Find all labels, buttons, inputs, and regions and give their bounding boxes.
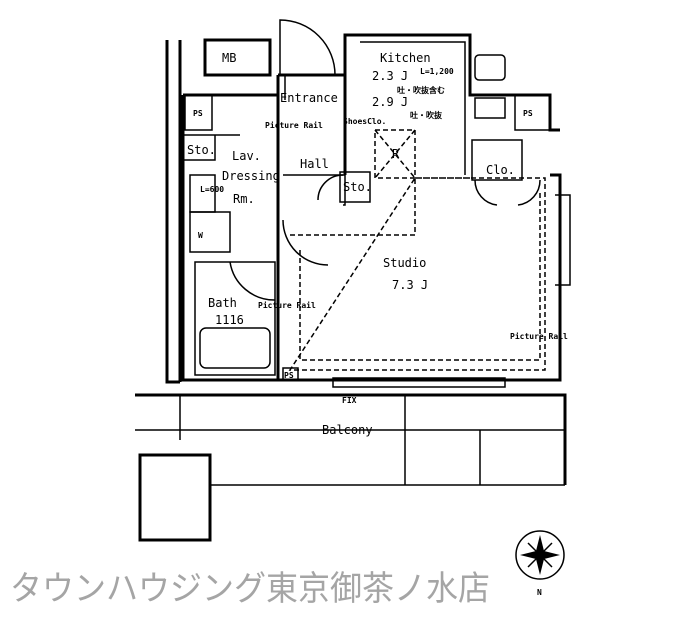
ps-left-label: PS [193, 109, 203, 118]
dressing-rm-label: Rm. [233, 192, 255, 206]
dressing-length: L=600 [200, 185, 224, 194]
kitchen-label: Kitchen [380, 51, 431, 65]
kitchen-area-1: 2.3 J [372, 69, 408, 83]
studio-area: 7.3 J [392, 278, 428, 292]
hall-label: Hall [300, 157, 329, 171]
kitchen-note-1: 吐・吹抜含む [397, 85, 445, 95]
washer-label: W [198, 231, 203, 240]
picture-rail-studio: Picture Rail [510, 331, 568, 341]
entrance-label: Entrance [280, 91, 338, 105]
studio-label: Studio [383, 256, 426, 270]
kitchen-area-2: 2.9 J [372, 95, 408, 109]
bath-size: 1116 [215, 313, 244, 327]
storage-left-label: Sto. [187, 143, 216, 157]
kitchen-length: L=1,200 [420, 67, 454, 76]
lavatory-label: Lav. [232, 149, 261, 163]
ps-right-label: PS [523, 109, 533, 118]
shoes-closet-label: ShoesClo. [343, 117, 386, 126]
bath-label: Bath [208, 296, 237, 310]
picture-rail-entrance: Picture Rail [265, 120, 323, 130]
storage-hall-label: Sto. [343, 180, 372, 194]
compass: N [515, 530, 565, 597]
kitchen-note-2: 吐・吹抜 [410, 110, 443, 120]
north-label: N [537, 588, 542, 597]
ps-bottom-label: PS [284, 371, 294, 380]
balcony-label: Balcony [322, 423, 373, 437]
mb-label: MB [222, 51, 236, 65]
dressing-label: Dressing [222, 169, 280, 183]
walls [135, 19, 571, 542]
closet-label: Clo. [486, 163, 515, 177]
watermark: タウンハウジング東京御茶ノ水店 [10, 569, 490, 609]
mb-box [203, 38, 272, 77]
fix-label: FIX [342, 396, 357, 405]
picture-rail-bath: Picture Rail [258, 300, 316, 310]
refrigerator-label: R [392, 147, 400, 161]
